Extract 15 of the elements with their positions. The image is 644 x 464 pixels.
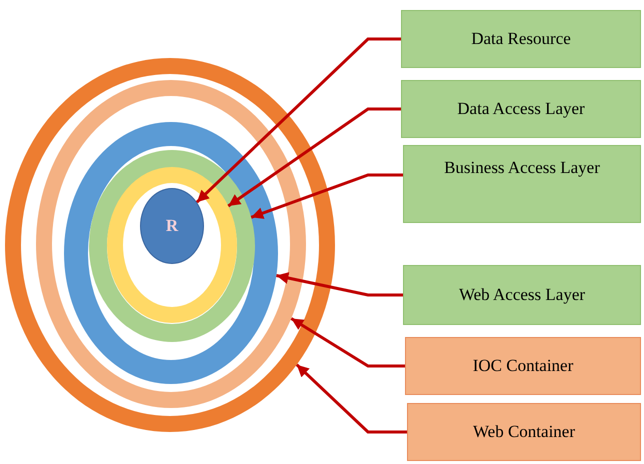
label-box: Web Container xyxy=(407,403,641,461)
label-box: Web Access Layer xyxy=(403,265,641,325)
arrow xyxy=(227,108,401,208)
label-box: Data Resource xyxy=(401,10,641,68)
arrow xyxy=(290,317,405,368)
center-circle: R xyxy=(140,188,204,264)
label-box: Business Access Layer xyxy=(403,145,641,223)
arrow xyxy=(196,38,401,204)
ring xyxy=(64,122,278,384)
arrow xyxy=(296,364,407,434)
ring xyxy=(107,167,237,323)
label-box: Data Access Layer xyxy=(401,80,641,138)
arrow xyxy=(276,272,403,296)
arrow xyxy=(250,174,403,219)
label-box: IOC Container xyxy=(405,337,641,395)
